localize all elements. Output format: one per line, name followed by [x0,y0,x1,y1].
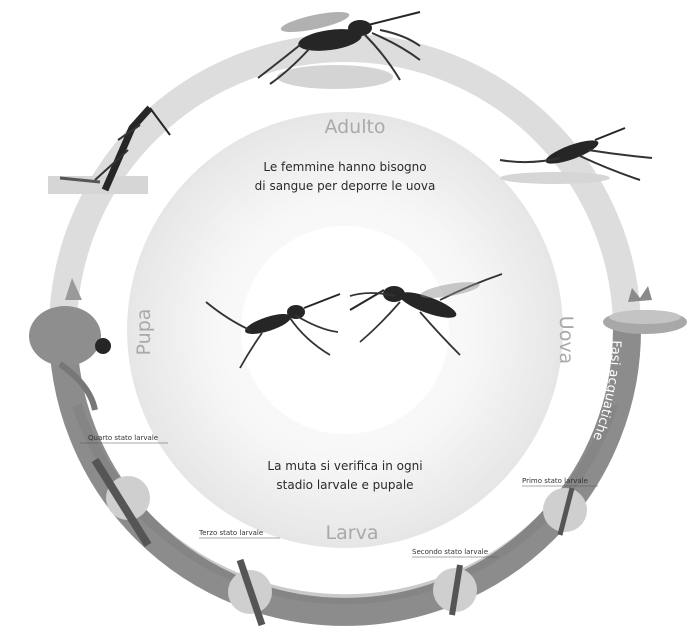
stage-label-pupa: Pupa [133,309,155,356]
stage-label-larva: Larva [326,522,379,544]
note-molt-line1: La muta si verifica in ogni [267,459,422,473]
instar-label-second: Secondo stato larvale [412,548,488,556]
note-molt-line2: stadio larvale e pupale [276,478,413,492]
stage-label-adult: Adulto [324,116,385,138]
larva-third-instar-illustration [228,560,272,625]
larva-fourth-instar-illustration [95,460,150,545]
instar-label-third: Terzo stato larvale [198,529,263,537]
adult-on-water-illustration [500,128,652,184]
instar-label-fourth: Quarto stato larvale [88,434,158,442]
stage-label-eggs: Uova [555,316,577,364]
instar-label-first: Primo stato larvale [522,477,588,485]
center-circle [241,226,449,434]
note-adult-line1: Le femmine hanno bisogno [263,160,426,174]
note-adult-line2: di sangue per deporre le uova [255,179,436,193]
